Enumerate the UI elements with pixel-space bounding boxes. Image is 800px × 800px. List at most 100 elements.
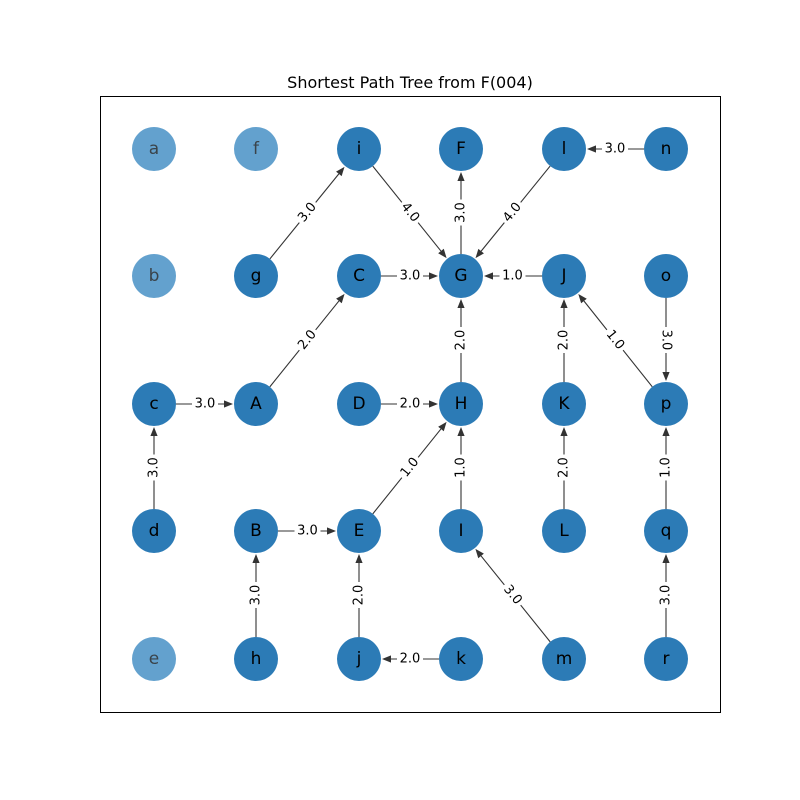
node-circle	[542, 637, 586, 681]
edge-weight-label-group: 1.0	[600, 324, 630, 356]
edge-arrowhead	[457, 172, 465, 181]
node-label: K	[558, 394, 570, 414]
node-label: q	[661, 521, 672, 541]
edge-weight-label-group: 2.0	[556, 327, 572, 353]
edge-arrowhead	[662, 427, 670, 436]
node-label: p	[661, 394, 672, 414]
diagram-title: Shortest Path Tree from F(004)	[287, 73, 533, 92]
edge-weight-label-group: 3.0	[293, 197, 322, 228]
edge-weight-label: 2.0	[557, 330, 572, 351]
edge-weight-label-group: 3.0	[658, 327, 674, 353]
edge-weight-label-group: 3.0	[248, 582, 264, 608]
edge-weight-label-bg	[397, 396, 423, 412]
edge-arrowhead	[662, 554, 670, 563]
node-I: I	[439, 509, 483, 553]
node-p: p	[644, 382, 688, 426]
node-circle	[542, 509, 586, 553]
edge-arrowhead	[578, 293, 587, 304]
edge-weight-label: 3.0	[605, 142, 626, 157]
edge-weight-label: 1.0	[454, 457, 469, 478]
edge-weight-label: 3.0	[400, 269, 421, 284]
node-circle	[337, 127, 381, 171]
edge-arrowhead	[475, 248, 484, 259]
node-circle	[337, 637, 381, 681]
edge-weight-label-group: 3.0	[397, 268, 423, 284]
node-circle	[644, 509, 688, 553]
edge-arrowhead	[438, 248, 447, 259]
edge-weight-label-group: 3.0	[146, 454, 162, 481]
edge-weight-label-bg	[453, 454, 469, 481]
node-C: C	[337, 254, 381, 298]
node-label: n	[661, 139, 672, 159]
edge-weight-label-bg	[395, 197, 425, 228]
edge-G-F: 3.0	[453, 172, 469, 254]
node-label: B	[250, 521, 262, 541]
edge-weight-label-group: 1.0	[395, 452, 425, 483]
node-label: h	[251, 649, 262, 669]
edge-j-E: 2.0	[351, 554, 367, 637]
node-circle	[542, 254, 586, 298]
edge-weight-label-bg	[658, 327, 674, 353]
edge-C-G: 3.0	[381, 268, 438, 284]
node-f: f	[234, 127, 278, 171]
node-A: A	[234, 382, 278, 426]
edge-p-J: 1.0	[578, 293, 653, 388]
node-circle	[234, 509, 278, 553]
edge-weight-label-group: 3.0	[294, 523, 321, 539]
edge-q-p: 1.0	[658, 427, 674, 509]
edge-weight-label: 3.0	[454, 202, 469, 223]
edge-weight-label: 3.0	[147, 457, 162, 478]
edge-weight-label-bg	[293, 324, 322, 356]
node-a: a	[132, 127, 176, 171]
edge-weight-label-group: 2.0	[556, 454, 572, 481]
node-circle	[644, 382, 688, 426]
edge-arrowhead	[327, 527, 336, 535]
node-label: D	[352, 394, 365, 414]
edge-weight-label-bg	[397, 268, 423, 284]
edge-weight-label-bg	[499, 268, 526, 284]
node-label: e	[149, 649, 159, 669]
node-label: b	[149, 266, 160, 286]
edge-B-E: 3.0	[278, 523, 336, 539]
edge-weight-label-bg	[192, 396, 218, 412]
node-b: b	[132, 254, 176, 298]
edge-arrowhead	[662, 372, 670, 381]
edge-arrowhead	[438, 421, 447, 432]
edge-arrowhead	[475, 548, 484, 559]
edge-weight-label: 2.0	[557, 457, 572, 478]
edge-weight-label: 1.0	[659, 457, 674, 478]
edge-J-G: 1.0	[484, 268, 542, 284]
edge-h-B: 3.0	[248, 554, 264, 637]
edge-L-K: 2.0	[556, 427, 572, 509]
edge-l-G: 4.0	[475, 165, 551, 259]
edge-D-H: 2.0	[381, 396, 438, 412]
edge-weight-label-bg	[248, 582, 264, 608]
node-circle	[644, 127, 688, 171]
edge-H-G: 2.0	[453, 299, 469, 382]
node-circle	[132, 382, 176, 426]
edge-weight-label-group: 4.0	[498, 197, 527, 228]
edge-weight-label-bg	[556, 454, 572, 481]
node-circle	[337, 254, 381, 298]
node-circle	[234, 637, 278, 681]
edge-weight-label: 2.0	[400, 397, 421, 412]
node-label: d	[149, 521, 160, 541]
edge-weight-label-bg	[658, 454, 674, 481]
node-B: B	[234, 509, 278, 553]
node-L: L	[542, 509, 586, 553]
node-label: i	[357, 139, 362, 159]
edge-i-G: 4.0	[372, 165, 447, 259]
edge-weight-label: 2.0	[352, 585, 367, 606]
edge-A-C: 2.0	[269, 293, 345, 388]
node-circle	[132, 509, 176, 553]
edge-arrowhead	[560, 299, 568, 308]
node-k: k	[439, 637, 483, 681]
node-circle	[234, 127, 278, 171]
edge-I-H: 1.0	[453, 427, 469, 509]
edge-weight-label-bg	[395, 452, 425, 483]
node-g: g	[234, 254, 278, 298]
node-K: K	[542, 382, 586, 426]
node-h: h	[234, 637, 278, 681]
edge-weight-label-group: 3.0	[658, 582, 674, 608]
